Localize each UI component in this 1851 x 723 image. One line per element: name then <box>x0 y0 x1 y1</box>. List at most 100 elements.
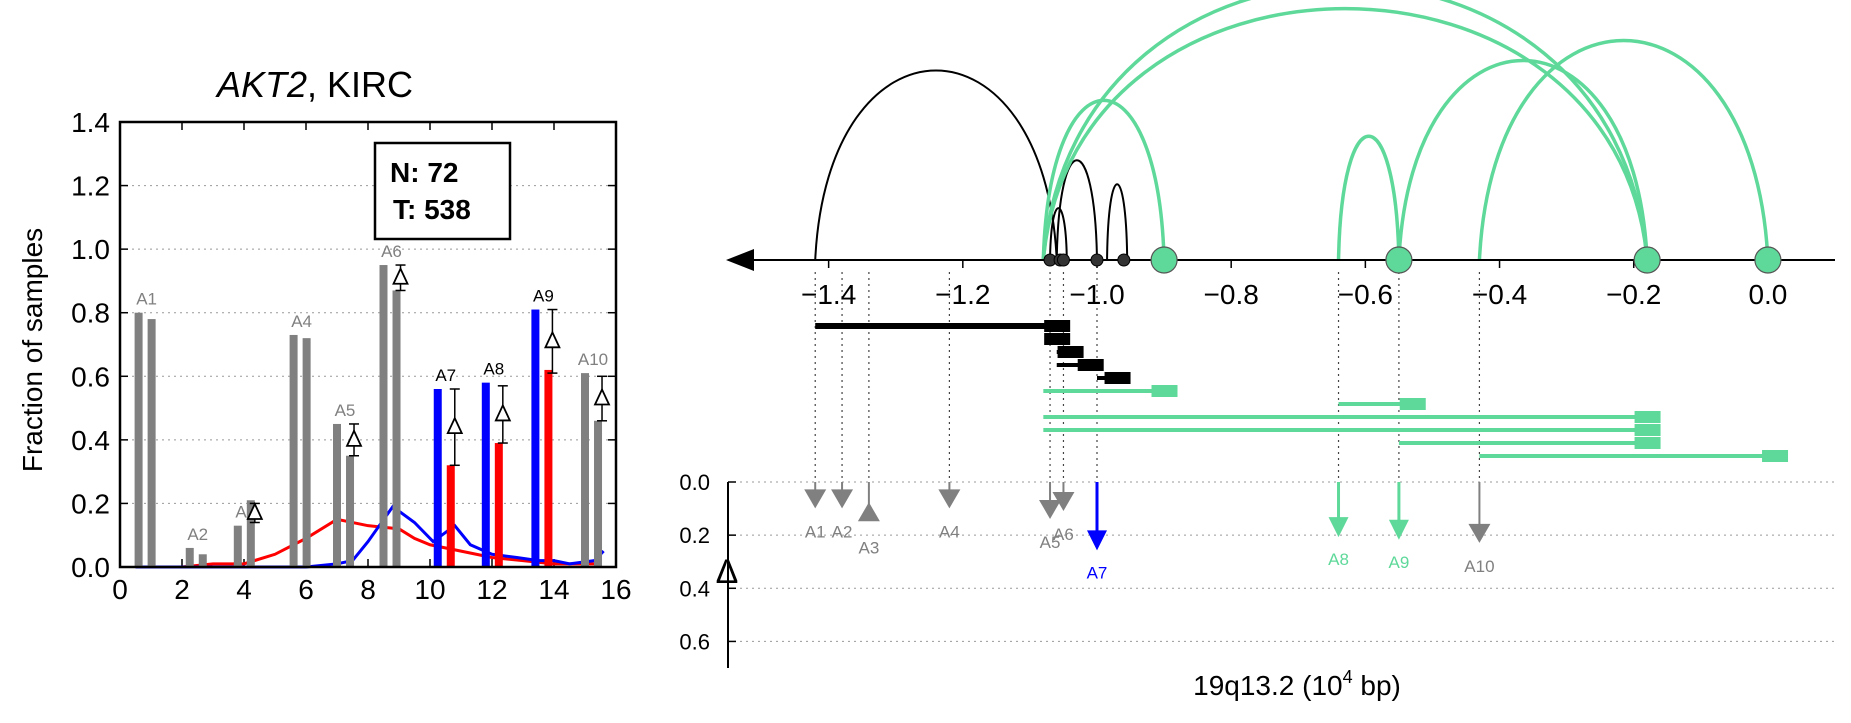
axis-tick-label: −0.4 <box>1472 279 1527 310</box>
normal-bar-A8 <box>481 382 490 567</box>
green-splice-arc <box>1477 38 1770 261</box>
delta-triangle-A2 <box>831 489 854 509</box>
black-splice-arc <box>814 69 1058 261</box>
delta-tick-label: 0.6 <box>679 629 710 654</box>
delta-arrowhead-A8 <box>1328 517 1349 538</box>
exon-node-large <box>1150 246 1178 274</box>
isoform-label: A1 <box>136 290 157 309</box>
y-axis-label: Fraction of samples <box>17 228 48 472</box>
delta-marker-label: A6 <box>1053 525 1074 544</box>
x-tick-label: 0 <box>112 574 128 605</box>
axis-tick-label: −1.4 <box>801 279 856 310</box>
x-tick-label: 16 <box>600 574 631 605</box>
delta-axis-label: Δ <box>716 553 739 591</box>
x-tick-label: 2 <box>174 574 190 605</box>
exon-node-small <box>1090 253 1104 267</box>
delta-marker-label: A1 <box>805 522 826 541</box>
delta-triangle-A10 <box>1468 523 1491 543</box>
green-transcript-end <box>1634 437 1661 449</box>
left-grid <box>120 185 616 504</box>
isoform-label: A5 <box>335 401 356 420</box>
black-transcript-end <box>1077 359 1104 371</box>
delta-marker-label: A3 <box>858 538 879 557</box>
black-transcript-end <box>1044 333 1071 345</box>
delta-marker-label: A2 <box>832 522 853 541</box>
axis-tick-label: −1.2 <box>935 279 990 310</box>
splice-arcs <box>814 0 1770 261</box>
axis-tick-label: −1.0 <box>1069 279 1124 310</box>
normal-bar-A3 <box>233 525 242 567</box>
isoform-label: A8 <box>483 360 504 379</box>
black-transcript-end <box>1104 372 1131 384</box>
green-transcript-end <box>1634 424 1661 436</box>
blue-density-curve <box>135 504 605 569</box>
sample-count-box: N: 72 T: 538 <box>373 141 512 241</box>
delta-marker-label: A5 <box>1040 533 1061 552</box>
x-tick-label: 12 <box>476 574 507 605</box>
axis-arrowhead <box>726 249 754 271</box>
normal-bar-A7 <box>433 389 442 567</box>
delta-triangle-A1 <box>804 489 827 509</box>
green-splice-arc <box>1336 134 1401 261</box>
delta-marker-label: A10 <box>1464 557 1494 576</box>
isoform-label: A4 <box>291 312 312 331</box>
isoform-label: A9 <box>533 287 554 306</box>
y-tick-label: 0.2 <box>71 488 110 519</box>
green-transcript-end <box>1762 450 1789 462</box>
tumor-bar-A3 <box>246 500 255 567</box>
isoform-label: A7 <box>435 366 456 385</box>
isoform-label: A6 <box>381 242 402 261</box>
isoform-bar-chart: AKT2, KIRC Fraction of samples 0.00.20.4… <box>17 64 632 605</box>
y-tick-label: 0.4 <box>71 425 110 456</box>
left-plot-frame <box>118 120 618 569</box>
vertical-guides <box>814 272 1481 482</box>
y-tick-label: 0.8 <box>71 298 110 329</box>
delta-marker <box>345 428 363 447</box>
green-transcript-end <box>1151 385 1178 397</box>
delta-triangle-A6 <box>1052 491 1075 511</box>
delta-triangle-A3 <box>857 502 880 522</box>
exon-nodes <box>1043 246 1782 274</box>
delta-marker <box>446 416 464 435</box>
delta-marker <box>544 330 561 349</box>
axis-tick-label: −0.6 <box>1338 279 1393 310</box>
delta-triangle-A4 <box>938 489 961 509</box>
delta-tick-label: 0.2 <box>679 523 710 548</box>
tumor-bar-A6 <box>392 290 401 567</box>
tumor-bar-A9 <box>544 369 553 567</box>
y-tick-label: 1.4 <box>71 107 110 138</box>
delta-marker <box>246 501 264 520</box>
green-splice-arc <box>1397 58 1649 261</box>
normal-bar-A5 <box>333 423 341 567</box>
black-splice-arc <box>1106 183 1129 261</box>
delta-arrowhead-A7 <box>1087 530 1107 551</box>
isoform-label: A2 <box>187 525 208 544</box>
axis-tick-label: 0.0 <box>1748 279 1787 310</box>
delta-arrowhead-A9 <box>1388 519 1409 540</box>
axis-tick-label: −0.2 <box>1606 279 1661 310</box>
delta-marker <box>593 387 611 406</box>
green-splice-arc <box>1041 0 1649 261</box>
x-tick-label: 4 <box>236 574 252 605</box>
axis-tick-label: −0.8 <box>1204 279 1259 310</box>
x-axis-label: 19q13.2 (104 bp) <box>1193 667 1401 701</box>
y-tick-label: 0.0 <box>71 552 110 583</box>
tumor-count: T: 538 <box>393 194 471 225</box>
gene-structure-panel: −1.4 −1.2 −1.0 −0.8 −0.6 −0.4 −0.2 0.0 0.0 0.2 0.… <box>679 0 1835 701</box>
black-transcript-end <box>1057 346 1084 358</box>
tumor-bar-A7 <box>446 465 455 567</box>
green-splice-arc <box>1041 98 1166 261</box>
delta-tick-label: 0.4 <box>679 576 710 601</box>
isoform-label: A10 <box>578 350 608 369</box>
genomic-axis: −1.4 −1.2 −1.0 −0.8 −0.6 −0.4 −0.2 0.0 <box>726 249 1835 310</box>
x-tick-label: 10 <box>414 574 445 605</box>
exon-node-small <box>1056 253 1070 267</box>
exon-node-large <box>1633 246 1661 274</box>
transcript-bars <box>815 320 1789 462</box>
normal-bar-A6 <box>379 265 388 567</box>
tumor-bar-A8 <box>494 443 503 567</box>
tumor-bar-A4 <box>302 338 311 567</box>
